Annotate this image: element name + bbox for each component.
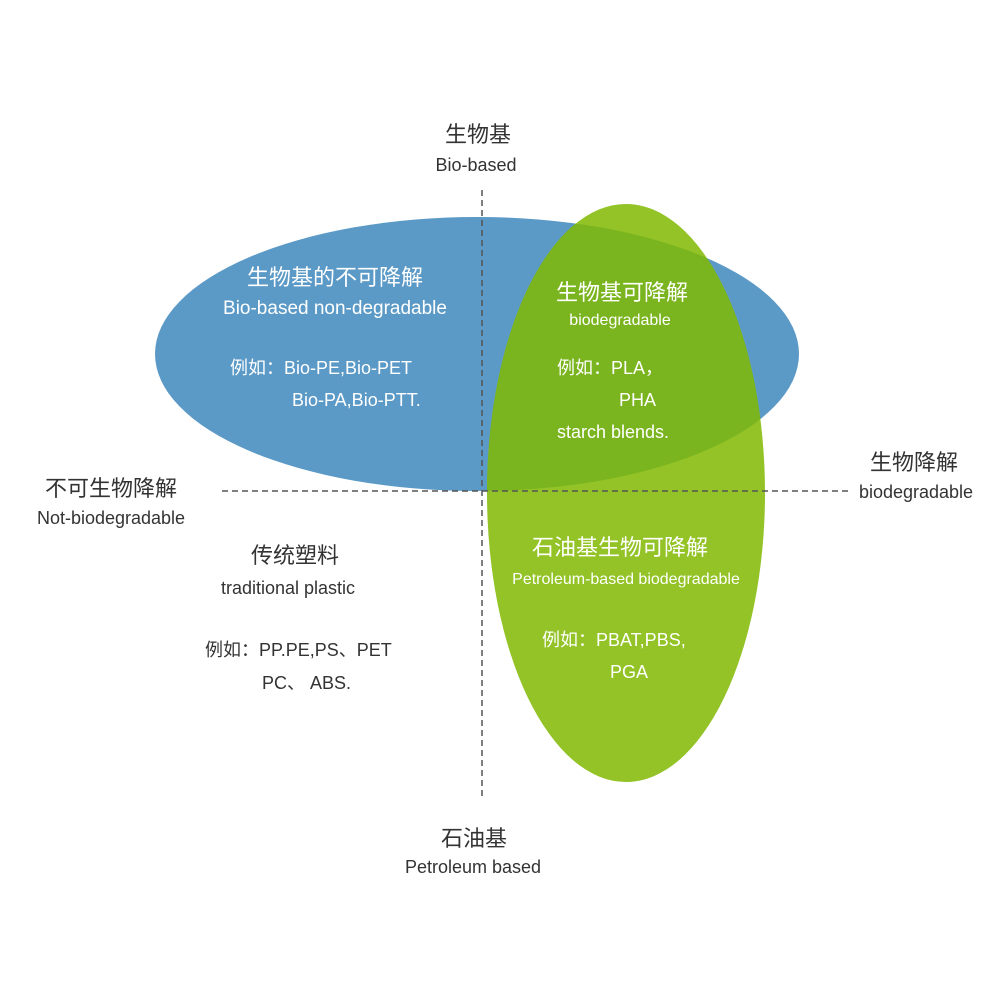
axis-left-zh: 不可生物降解	[44, 476, 178, 501]
axis-top-zh: 生物基	[444, 122, 512, 147]
petro-degradable-example-1: 例如：PBAT,PBS,	[542, 630, 686, 650]
bio-non-degradable-title: 生物基的不可降解	[246, 265, 424, 290]
traditional-example-2: PC、 ABS.	[262, 673, 352, 693]
axis-bottom-zh: 石油基	[440, 826, 508, 851]
bio-non-degradable-subtitle: Bio-based non-degradable	[223, 298, 447, 319]
overlap-region	[487, 217, 765, 491]
bio-non-degradable-example-2: Bio-PA,Bio-PTT.	[292, 390, 421, 410]
axis-left-en: Not-biodegradable	[36, 508, 186, 528]
axis-top-en: Bio-based	[435, 155, 517, 175]
axis-right-en: biodegradable	[858, 482, 974, 502]
petro-degradable-example-2: PGA	[610, 662, 649, 682]
bio-degradable-example-2: PHA	[619, 390, 657, 410]
petro-degradable-subtitle: Petroleum-based biodegradable	[512, 571, 740, 588]
bio-degradable-subtitle: biodegradable	[569, 312, 671, 329]
traditional-title: 传统塑料	[250, 543, 340, 568]
bio-degradable-example-1: 例如：PLA，	[557, 358, 664, 378]
traditional-example-1: 例如：PP.PE,PS、PET	[205, 640, 392, 660]
axis-bottom-en: Petroleum based	[404, 857, 542, 877]
axis-right-zh: 生物降解	[869, 450, 959, 475]
traditional-subtitle: traditional plastic	[220, 578, 356, 598]
bio-degradable-example-3: starch blends.	[557, 422, 670, 442]
petro-degradable-title: 石油基生物可降解	[531, 535, 709, 560]
bio-non-degradable-example-1: 例如：Bio-PE,Bio-PET	[230, 358, 413, 378]
bio-degradable-title: 生物基可降解	[555, 280, 689, 305]
